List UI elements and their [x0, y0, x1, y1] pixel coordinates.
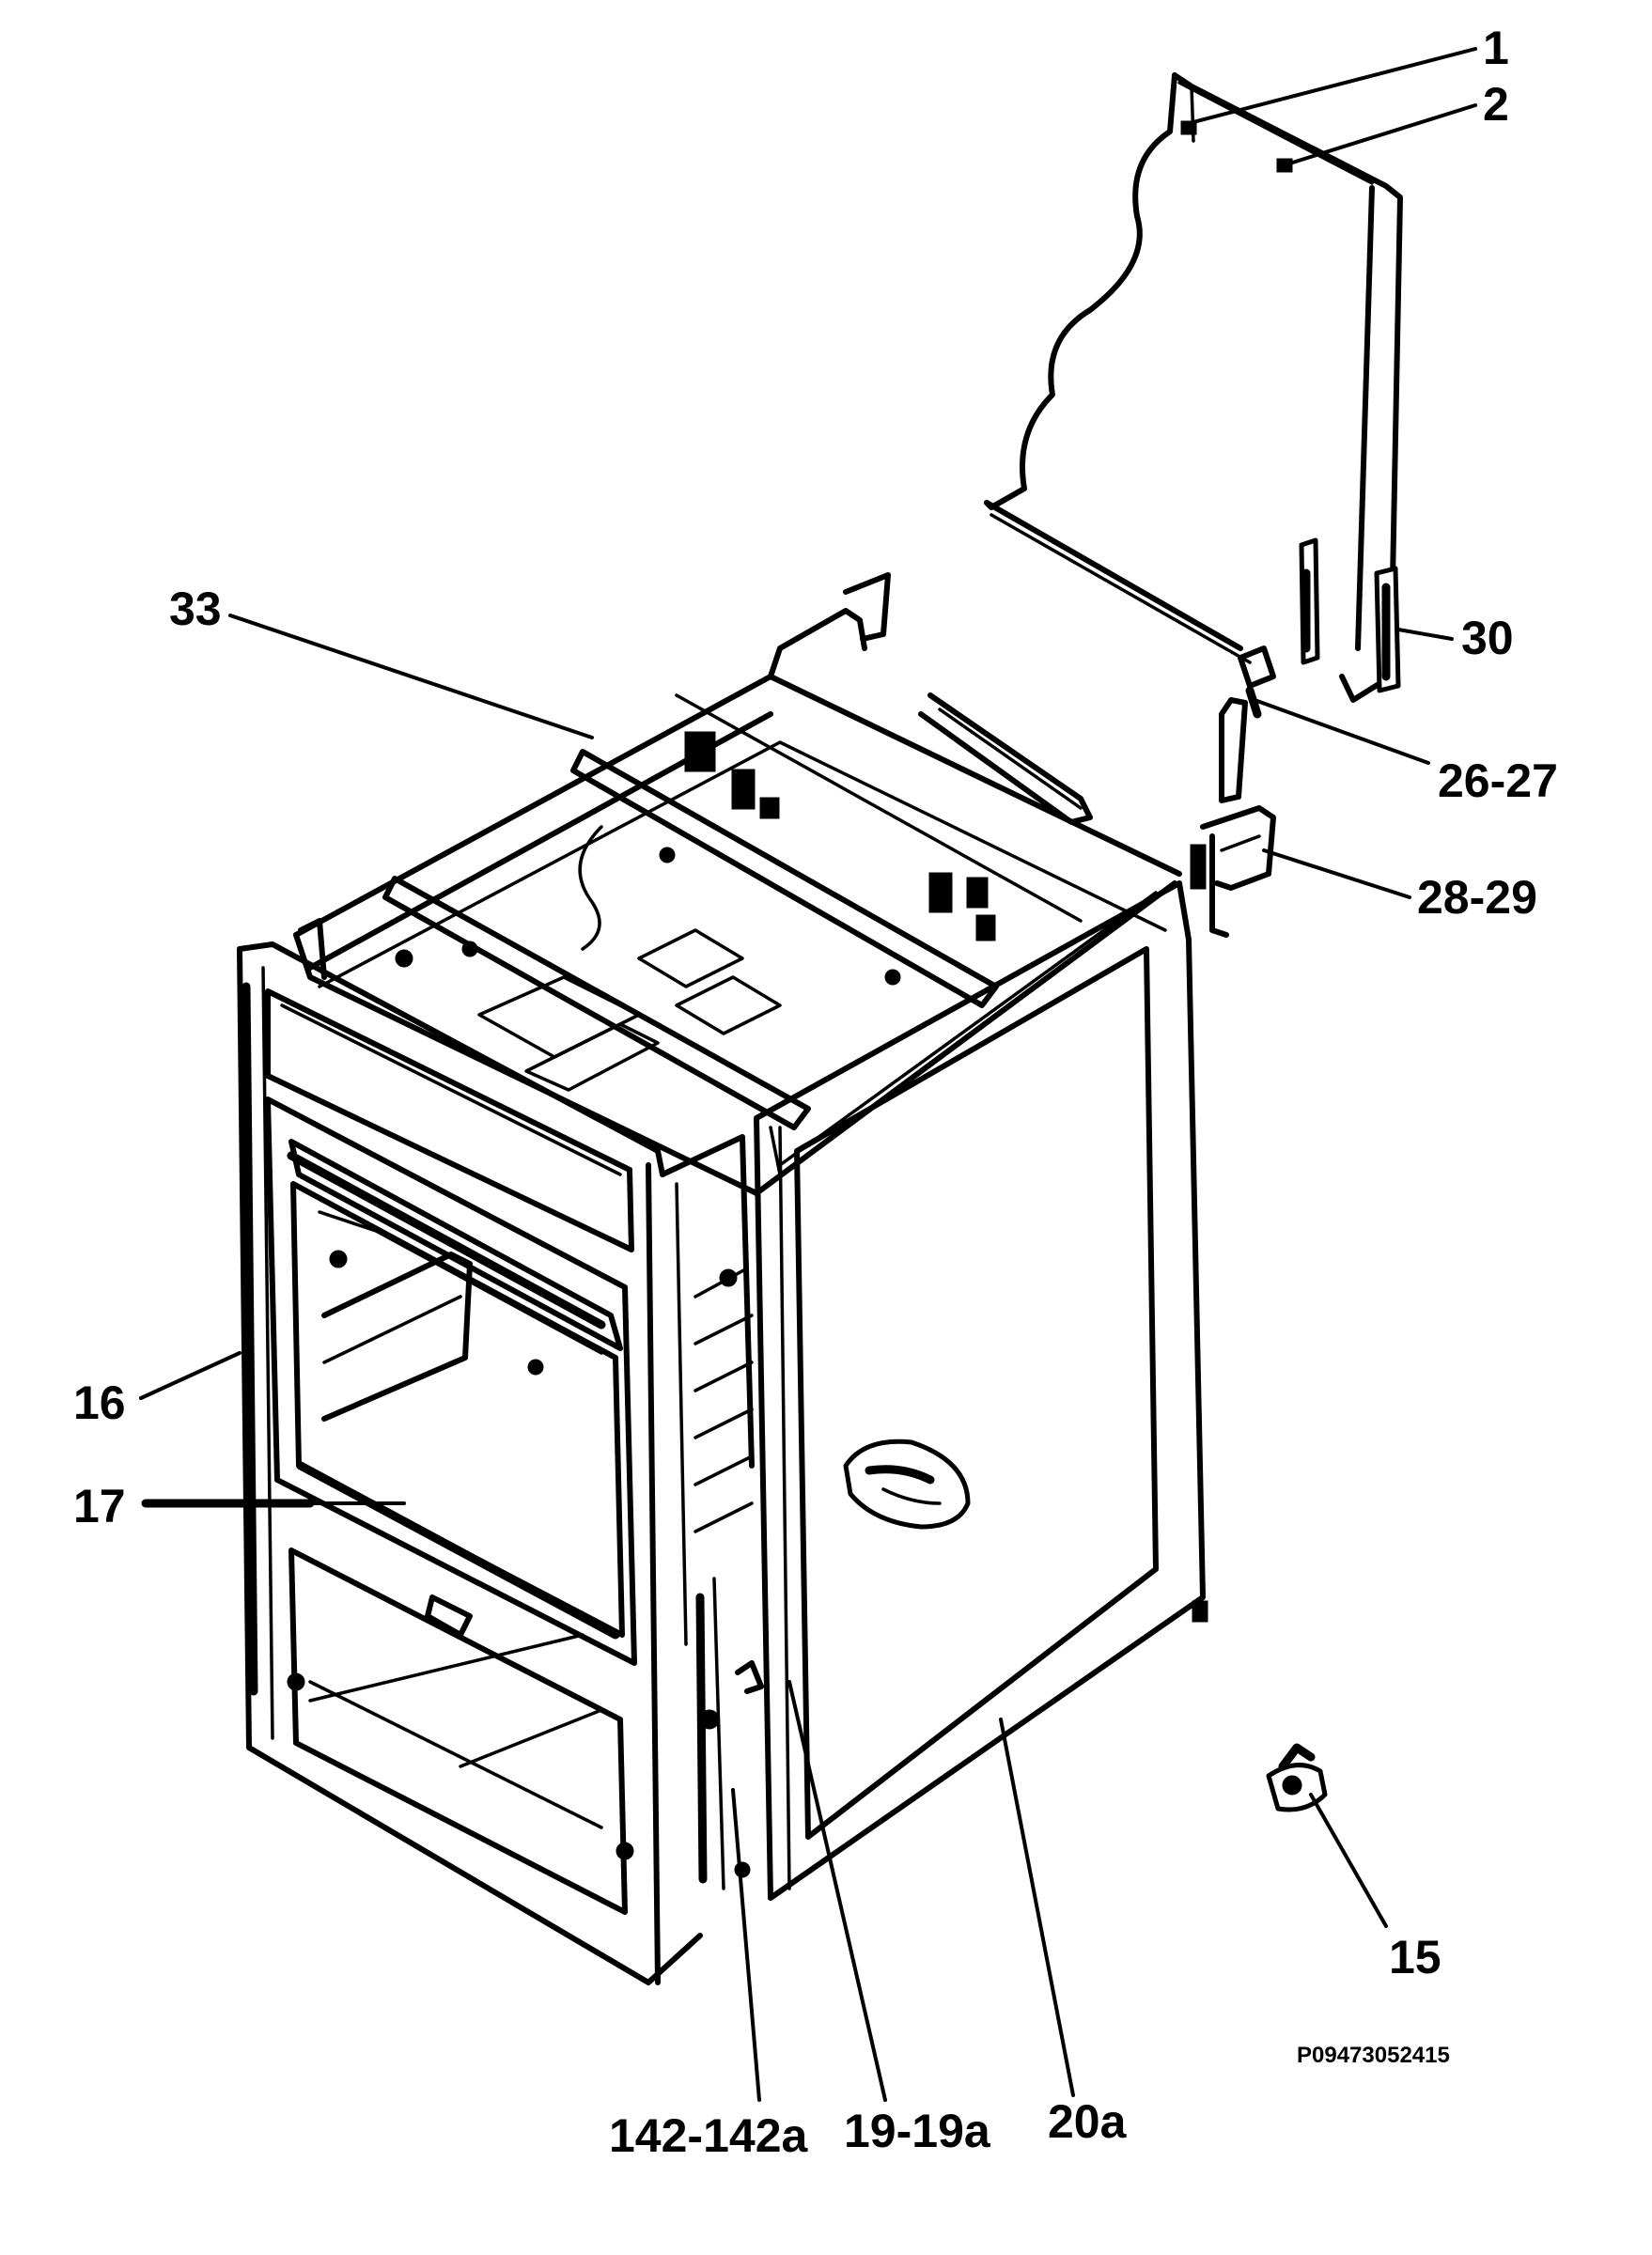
part-15-clip — [1266, 1743, 1328, 1812]
label-30: 30 — [1461, 612, 1514, 664]
label-15: 15 — [1389, 1931, 1442, 1983]
label-142-142a: 142-142a — [609, 2109, 808, 2162]
label-2: 2 — [1483, 78, 1509, 131]
label-20a: 20a — [1048, 2095, 1128, 2148]
oven-cabinet — [237, 572, 1208, 1985]
leader-lines — [139, 47, 1477, 2102]
label-28-29: 28-29 — [1417, 871, 1537, 924]
hinge-bracket-30 — [1299, 537, 1401, 693]
clamp-26-27 — [1219, 645, 1276, 803]
label-26-27: 26-27 — [1438, 754, 1558, 807]
insulation-panel — [984, 72, 1403, 703]
label-33: 33 — [169, 583, 222, 635]
bracket-28-29 — [1200, 805, 1276, 938]
part-labels: 1 2 30 26-27 28-29 33 16 17 15 142-142a … — [73, 22, 1558, 2162]
diagram-code: P09473052415 — [1297, 2043, 1450, 2068]
label-17: 17 — [73, 1480, 126, 1532]
label-16: 16 — [73, 1376, 126, 1429]
label-19-19a: 19-19a — [844, 2105, 991, 2157]
label-1: 1 — [1483, 22, 1509, 74]
